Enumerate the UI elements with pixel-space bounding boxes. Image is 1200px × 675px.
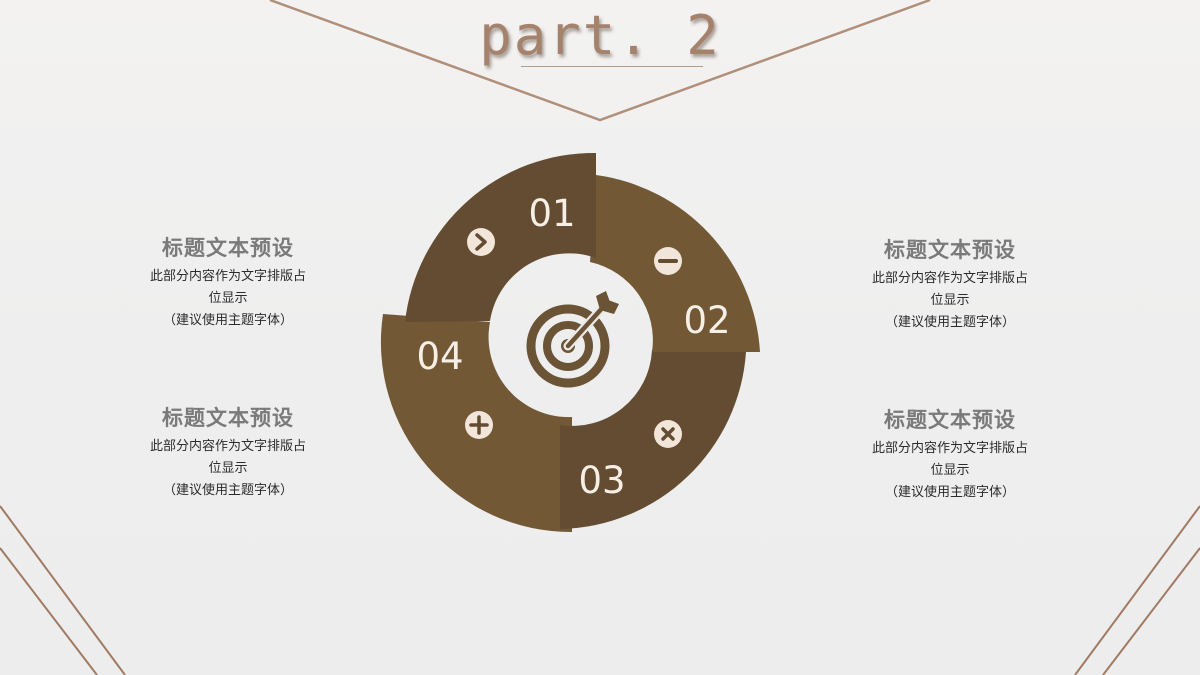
title-underline <box>521 66 703 67</box>
blurb-body-line: （建议使用主题字体） <box>884 485 1015 500</box>
target-arrow-icon <box>526 291 619 388</box>
bottom-left-line-inner <box>0 547 98 675</box>
blurb-body-line: 位显示 <box>930 463 970 478</box>
segment-01 <box>405 152 596 322</box>
plus-icon <box>465 411 493 439</box>
segment-number-03: 03 <box>578 459 625 502</box>
blurb-top-left: 标题文本预设 此部分内容作为文字排版占 位显示 （建议使用主题字体） <box>118 232 338 332</box>
blurb-body-line: 此部分内容作为文字排版占 <box>871 271 1028 286</box>
blurb-body-line: （建议使用主题字体） <box>884 315 1015 330</box>
blurb-body-line: （建议使用主题字体） <box>162 483 293 498</box>
blurb-body-line: 此部分内容作为文字排版占 <box>149 439 306 454</box>
blurb-body-line: 位显示 <box>208 291 248 306</box>
blurb-body-line: 位显示 <box>208 461 248 476</box>
chevron-right-icon <box>467 228 495 256</box>
blurb-title: 标题文本预设 <box>162 236 294 260</box>
blurb-body-line: 位显示 <box>930 293 970 308</box>
bottom-left-line-outer <box>0 505 126 675</box>
blurb-title: 标题文本预设 <box>884 238 1016 262</box>
segment-number-02: 02 <box>683 299 730 342</box>
blurb-top-right: 标题文本预设 此部分内容作为文字排版占 位显示 （建议使用主题字体） <box>840 234 1060 334</box>
blurb-title: 标题文本预设 <box>884 408 1016 432</box>
segment-03 <box>560 350 746 529</box>
blurb-body-line: 此部分内容作为文字排版占 <box>149 269 306 284</box>
blurb-title: 标题文本预设 <box>162 406 294 430</box>
page-title: part. 2 <box>479 4 721 67</box>
blurb-bottom-left: 标题文本预设 此部分内容作为文字排版占 位显示 （建议使用主题字体） <box>118 402 338 502</box>
blurb-body-line: 此部分内容作为文字排版占 <box>871 441 1028 456</box>
times-icon <box>654 420 682 448</box>
cycle-diagram: 01 02 03 04 <box>380 152 760 533</box>
blurb-bottom-right: 标题文本预设 此部分内容作为文字排版占 位显示 （建议使用主题字体） <box>840 404 1060 504</box>
bottom-right-line-inner <box>1102 547 1200 675</box>
segment-number-01: 01 <box>528 192 575 235</box>
blurb-body-line: （建议使用主题字体） <box>162 313 293 328</box>
top-chevron-line <box>269 0 931 122</box>
minus-icon <box>654 247 682 275</box>
segment-number-04: 04 <box>416 335 463 378</box>
bottom-right-line-outer <box>1074 505 1200 675</box>
